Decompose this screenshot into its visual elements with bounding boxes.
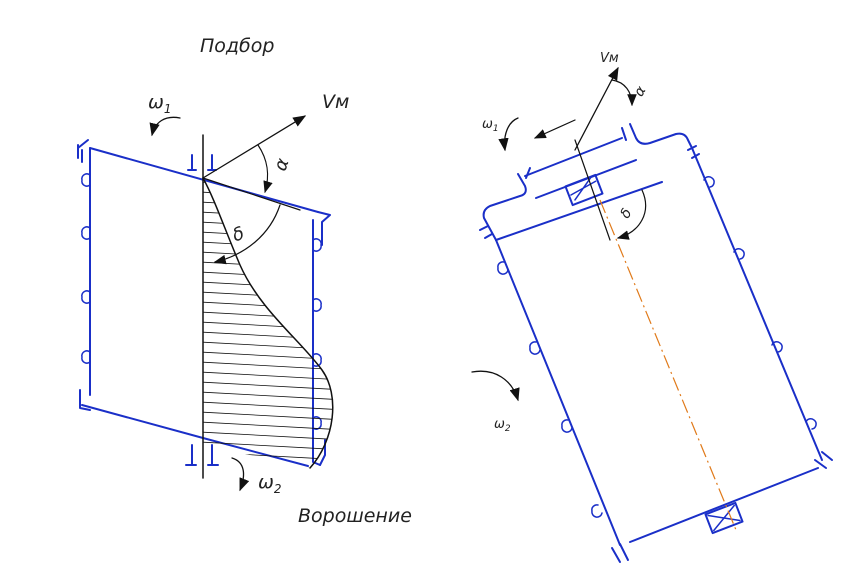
hatch-line [203,421,333,431]
left-velocity-label: Vм [322,91,349,113]
right-diagram: Vм ω1 ω2 α δ [471,51,833,563]
hatch-line [203,261,333,271]
hatch-line [203,401,333,411]
right-tangent-arrow [533,119,576,139]
hatch-line [203,331,333,341]
right-omega1-label: ω1 [482,117,499,134]
right-drum-outline [479,123,833,563]
hatch-line [203,391,333,401]
hatch-line [203,461,333,468]
right-center-axis [599,199,737,531]
hatch-line [203,321,333,331]
hatch-line [203,231,333,241]
left-title-top: Подбор [200,35,274,57]
left-alpha-arc [257,144,273,194]
hatch-line [203,431,333,441]
hatch-line [203,281,333,291]
hatch-line [203,351,333,361]
right-velocity-label: Vм [600,51,619,66]
right-omega2-label: ω2 [494,417,511,434]
left-omega2-arrow [231,457,250,492]
left-drum-outline [77,139,331,467]
right-alpha-label: α [631,83,650,100]
left-velocity-arrow [202,115,307,179]
right-delta-arc [616,189,647,240]
left-alpha-label: α [270,155,294,173]
left-delta-label: δ [230,223,248,247]
hatch-line [203,361,333,371]
hatch-line [203,271,333,281]
right-delta-label: δ [617,206,635,221]
right-alpha-arc [611,79,637,107]
right-omega2-arrow [471,370,520,402]
hatch-line [203,341,333,351]
left-diagram: Подбор Ворошение Vм ω1 ω2 α δ [77,35,412,527]
hatch-line [203,371,333,381]
hatch-line [203,411,333,421]
left-omega2-label: ω2 [258,471,282,496]
hatch-line [203,291,333,301]
right-top-bearing [564,173,604,207]
left-reference-line [202,177,301,211]
hatch-line [203,251,333,261]
right-omega1-arrow [498,117,519,152]
right-velocity-arrow [574,66,619,151]
left-delta-arc [213,204,281,265]
hatch-line [203,301,333,311]
right-bottom-bearing [704,501,744,535]
left-title-bottom: Ворошение [298,505,412,527]
hatch-line [203,381,333,391]
right-axis-extension [574,139,611,241]
hatch-line [203,221,333,231]
hatch-line [203,441,333,451]
left-omega1-label: ω1 [148,91,172,116]
hatch-line [203,201,333,211]
left-omega1-arrow [149,116,181,137]
hatch-line [203,241,333,251]
